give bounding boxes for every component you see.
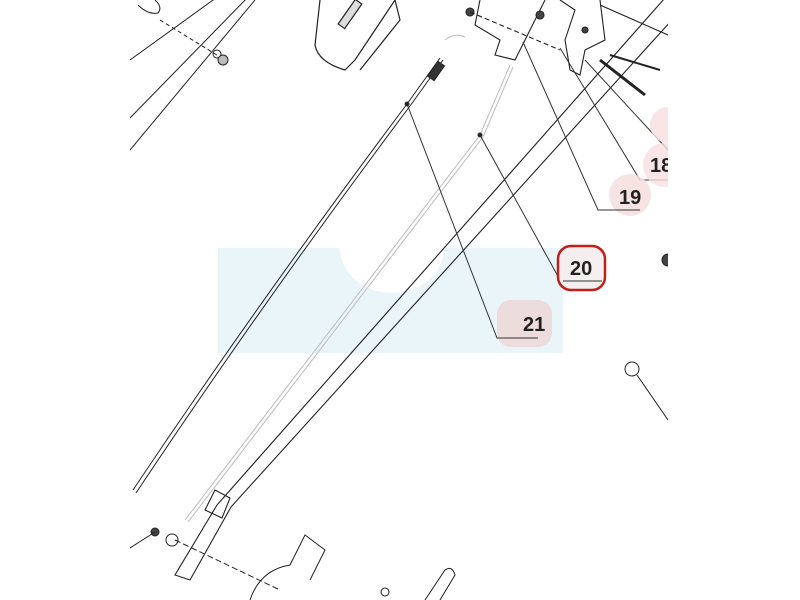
handle-grip <box>314 0 401 71</box>
bottom-bolt-assembly <box>130 253 668 600</box>
cable-20 <box>184 34 514 523</box>
callout-21[interactable]: 21 <box>497 300 552 347</box>
highlight-ring <box>556 244 607 292</box>
top-left-bolt-assembly <box>130 0 256 151</box>
watermark <box>218 248 563 353</box>
callout-19[interactable]: 19 <box>598 174 651 216</box>
callout-20[interactable]: 20 <box>556 244 607 292</box>
control-bracket-assembly <box>465 0 668 97</box>
handle-tube <box>174 0 668 581</box>
cable-21 <box>132 57 446 494</box>
callout-20-label: 20 <box>570 258 592 280</box>
callout-18-label: 18 <box>650 155 672 177</box>
callout-21-label: 21 <box>523 314 545 336</box>
callout-18[interactable]: 18 <box>643 107 687 187</box>
callout-19-label: 19 <box>619 187 641 209</box>
